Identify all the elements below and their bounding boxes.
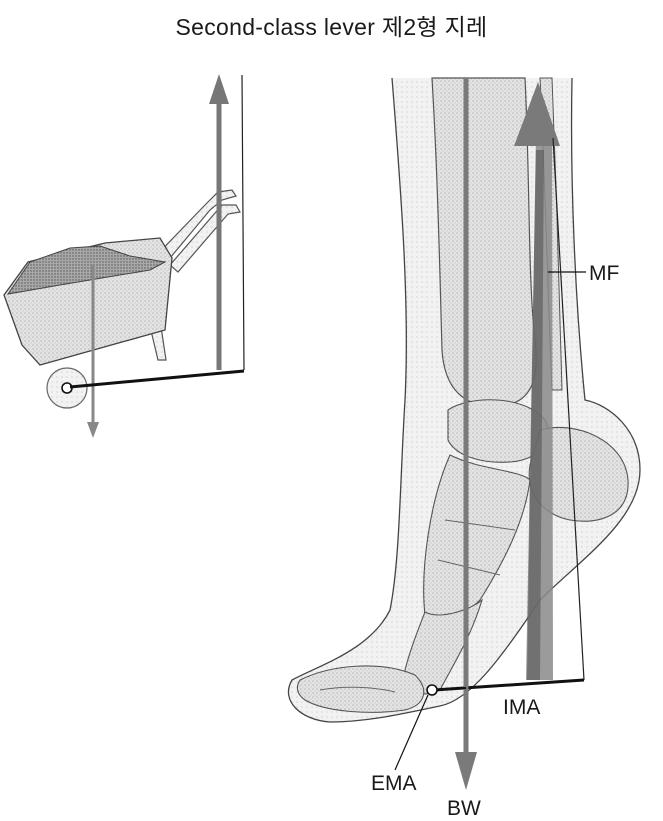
wheelbarrow-effort-arrow	[209, 74, 229, 370]
wheelbarrow-handle-upper	[149, 189, 237, 271]
wheelbarrow-load	[6, 245, 167, 295]
foot-fulcrum	[426, 684, 438, 696]
tibia-bone	[431, 77, 537, 407]
ema-lever-line	[432, 687, 467, 691]
wheelbarrow-load-arrow	[87, 265, 99, 438]
foot-effort-line	[552, 137, 585, 681]
ema-label: EMA	[371, 772, 417, 795]
ima-label: IMA	[503, 696, 540, 719]
wheelbarrow-lever-arm	[69, 369, 245, 389]
body-weight-arrow	[455, 78, 477, 790]
mf-label: MF	[589, 262, 619, 285]
bw-label: BW	[447, 797, 481, 820]
wheelbarrow-illustration	[3, 189, 241, 409]
wheelbarrow-effort-line	[241, 74, 245, 371]
ema-leader-line	[394, 694, 429, 771]
tarsal-bones	[423, 454, 531, 621]
muscle-force-arrow	[514, 82, 560, 680]
toe-bones	[296, 665, 425, 713]
diagram-title: Second-class lever 제2형 지레	[175, 14, 488, 40]
wheelbarrow-handle-lower	[169, 204, 241, 273]
